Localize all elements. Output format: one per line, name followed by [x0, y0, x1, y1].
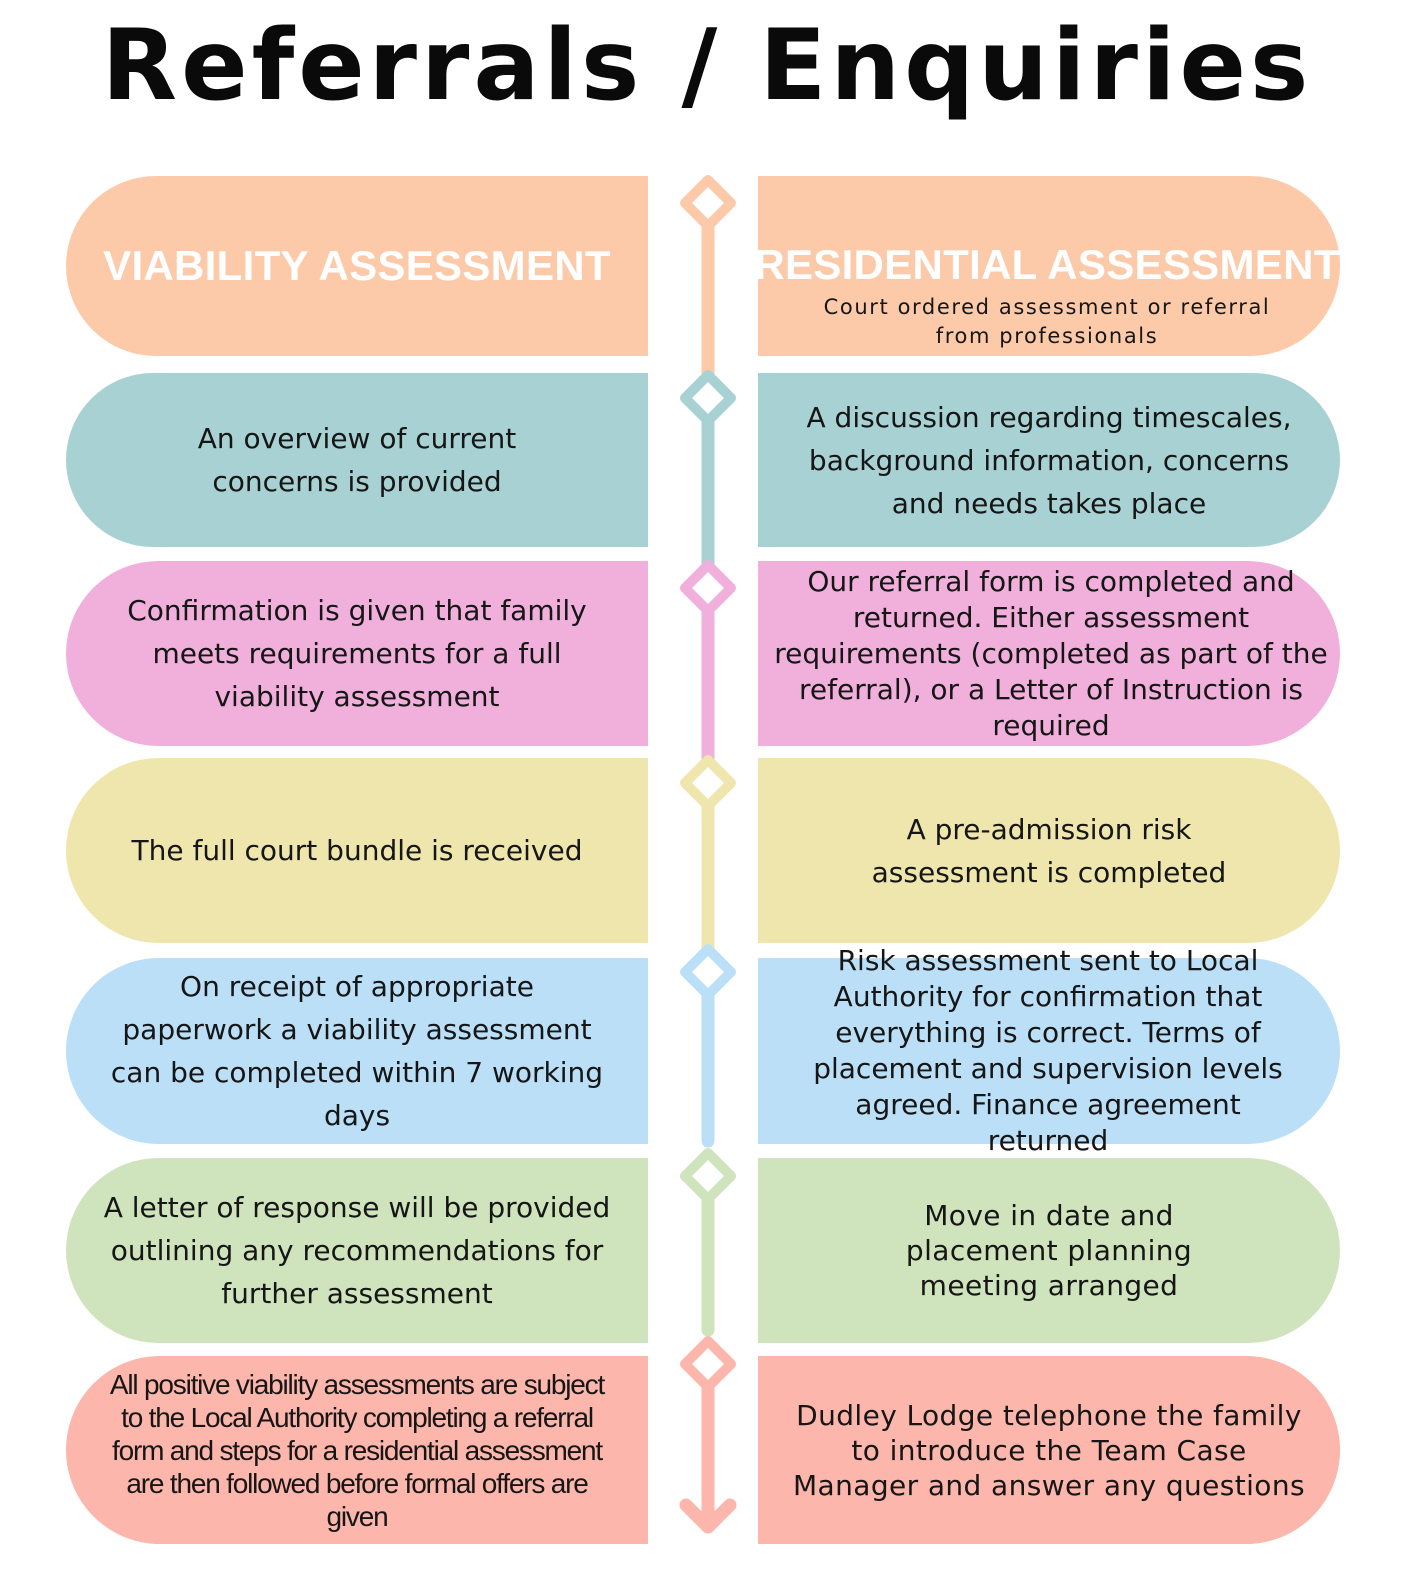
diamond-marker-icon [680, 175, 736, 231]
residential-step-1-text: A discussion regarding timescales, backg… [806, 400, 1292, 520]
viability-step-3-text: The full court bundle is received [131, 834, 583, 867]
residential-step-3-text: A pre-admission risk assessment is compl… [871, 812, 1227, 889]
viability-step-1-text: An overview of current concerns is provi… [197, 422, 517, 498]
residential-step-2-text: Our referral form is completed and retur… [774, 564, 1328, 742]
residential-step-4-text: Risk assessment sent to Local Authority … [813, 944, 1283, 1157]
viability-step-5-text: A letter of response will be provided ou… [103, 1191, 611, 1310]
page-title: Referrals / Enquiries [101, 9, 1313, 123]
residential-header-subtitle: Court ordered assessment or referral fro… [823, 295, 1271, 348]
step-row: An overview of current concerns is provi… [0, 373, 1414, 547]
viability-step-4: On receipt of appropriate paperwork a vi… [66, 958, 648, 1144]
viability-header-pill: VIABILITY ASSESSMENT [66, 176, 648, 356]
diamond-marker-icon [680, 944, 736, 1000]
diamond-marker-icon [680, 755, 736, 811]
diamond-marker-icon [680, 1336, 736, 1392]
viability-step-1: An overview of current concerns is provi… [66, 373, 648, 547]
viability-step-2-text: Confirmation is given that family meets … [127, 594, 587, 713]
viability-step-6-text: All positive viability assessments are s… [109, 1368, 605, 1532]
residential-step-6: Dudley Lodge telephone the family to int… [758, 1356, 1340, 1544]
residential-step-4: Risk assessment sent to Local Authority … [758, 944, 1340, 1157]
step-row: Confirmation is given that family meets … [0, 561, 1414, 746]
residential-step-2: Our referral form is completed and retur… [758, 561, 1340, 746]
step-row: On receipt of appropriate paperwork a vi… [0, 944, 1414, 1157]
arrow-down-icon [679, 1498, 737, 1534]
viability-step-2: Confirmation is given that family meets … [66, 561, 648, 746]
viability-step-5: A letter of response will be provided ou… [66, 1158, 648, 1343]
step-row: A letter of response will be provided ou… [0, 1158, 1414, 1343]
viability-step-3: The full court bundle is received [66, 758, 648, 943]
viability-step-4-text: On receipt of appropriate paperwork a vi… [110, 970, 604, 1132]
residential-step-5-text: Move in date and placement planning meet… [905, 1199, 1193, 1302]
viability-step-6: All positive viability assessments are s… [66, 1356, 648, 1544]
diamond-marker-icon [680, 560, 736, 616]
residential-step-3: A pre-admission risk assessment is compl… [758, 758, 1340, 943]
residential-header-pill: RESIDENTIAL ASSESSMENT Court ordered ass… [754, 176, 1340, 356]
viability-header-title: VIABILITY ASSESSMENT [103, 242, 611, 289]
header-row: VIABILITY ASSESSMENT RESIDENTIAL ASSESSM… [0, 176, 1414, 356]
diamond-marker-icon [680, 370, 736, 426]
residential-step-5: Move in date and placement planning meet… [758, 1158, 1340, 1343]
step-row: All positive viability assessments are s… [0, 1356, 1414, 1544]
residential-header-title: RESIDENTIAL ASSESSMENT [754, 241, 1340, 288]
residential-step-1: A discussion regarding timescales, backg… [758, 373, 1340, 547]
residential-step-6-text: Dudley Lodge telephone the family to int… [793, 1398, 1305, 1502]
step-row: The full court bundle is received A pre-… [0, 758, 1414, 943]
diamond-marker-icon [680, 1148, 736, 1204]
